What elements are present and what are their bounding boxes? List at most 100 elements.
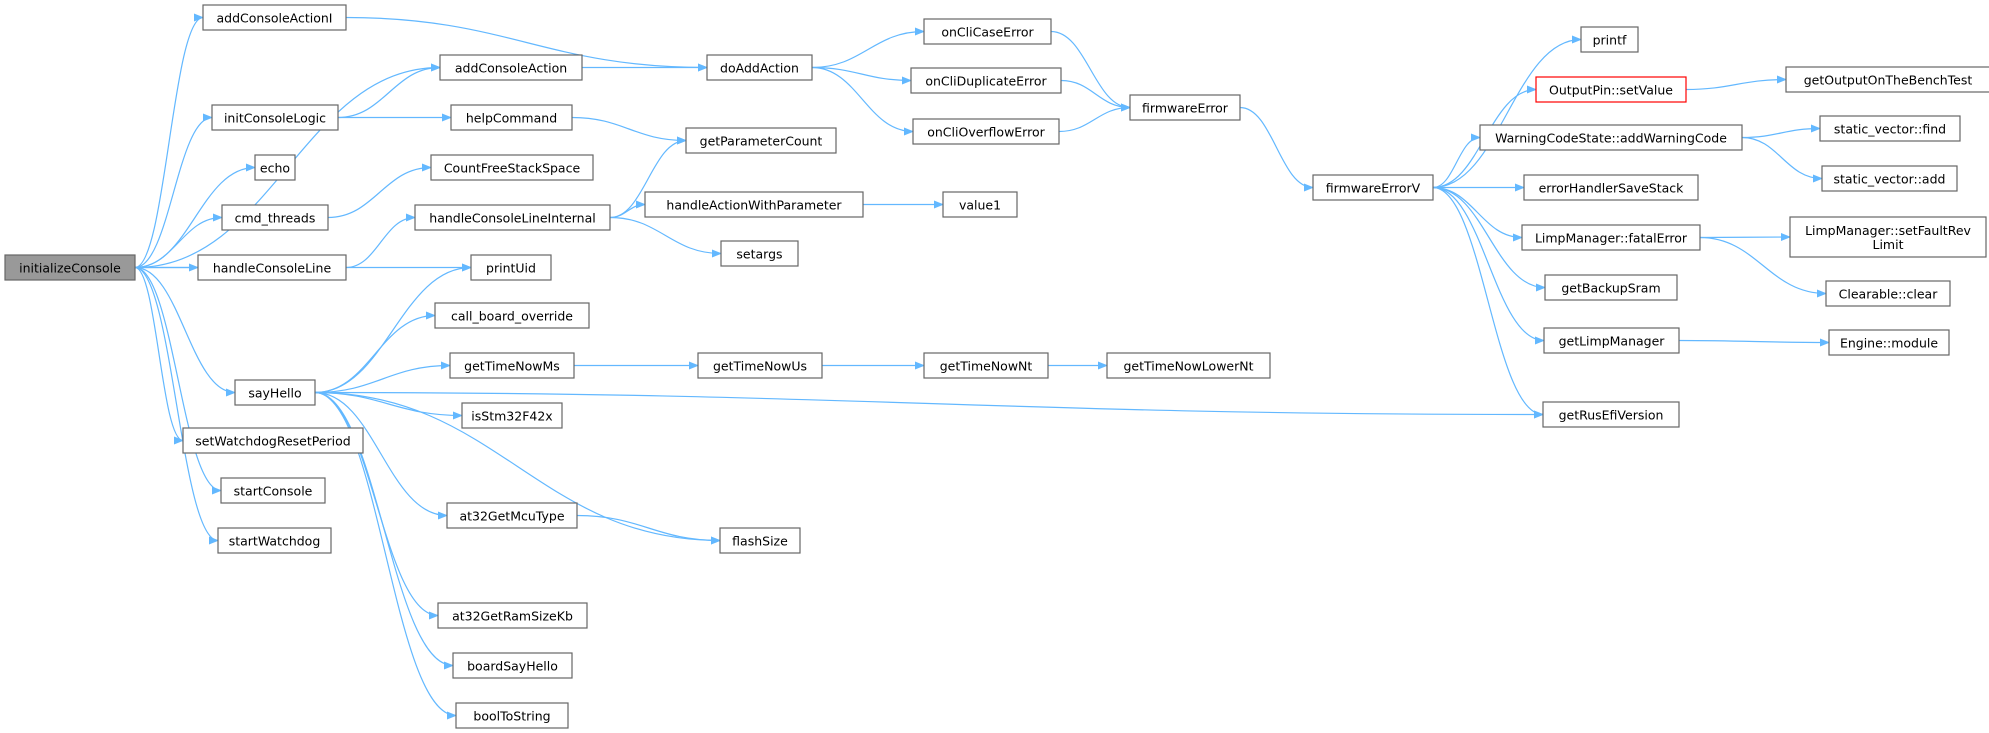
node-label: getBackupSram [1561,280,1660,295]
node-at32-get-ram-size-kb[interactable]: at32GetRamSizeKb [437,602,588,629]
node-box [942,191,1018,218]
node-label: at32GetRamSizeKb [452,608,573,623]
node-setargs[interactable]: setargs [720,240,799,267]
edge-firmware-error-v-to-get-rus-efi-version [1432,186,1544,419]
node-box [1821,165,1958,192]
node-set-watchdog-reset-period[interactable]: setWatchdogResetPeriod [182,427,364,454]
node-warning-code-state-add-warning-code[interactable]: WarningCodeState::addWarningCode [1479,124,1743,151]
edge-limp-manager-fatal-error-to-limp-manager-set-fault-rev-limit [1699,233,1791,242]
node-label: doAddAction [720,60,799,75]
node-label: isStm32F42x [471,408,552,423]
node-cmd-threads[interactable]: cmd_threads [221,204,329,231]
node-box [461,402,563,429]
node-label: boolToString [473,708,550,723]
node-get-time-now-us[interactable]: getTimeNowUs [697,352,823,379]
node-static-vector-add[interactable]: static_vector::add [1821,165,1958,192]
node-board-say-hello[interactable]: boardSayHello [452,652,573,679]
node-box [720,240,799,267]
node-get-time-now-ms[interactable]: getTimeNowMs [449,352,575,379]
node-say-hello[interactable]: sayHello [234,379,316,406]
node-label: onCliCaseError [941,24,1034,39]
node-limp-manager-fatal-error[interactable]: LimpManager::fatalError [1521,224,1701,251]
node-at32-get-mcu-type[interactable]: at32GetMcuType [446,502,578,529]
node-box [197,254,347,281]
node-get-time-now-nt[interactable]: getTimeNowNt [923,352,1049,379]
edge-say-hello-to-at32-get-mcu-type [314,391,448,520]
node-get-limp-manager[interactable]: getLimpManager [1543,327,1680,354]
node-help-command[interactable]: helpCommand [450,104,573,131]
node-box [439,54,583,81]
node-value1[interactable]: value1 [942,191,1018,218]
node-add-console-action-i[interactable]: addConsoleActionI [202,4,347,31]
node-printf[interactable]: printf [1580,26,1639,53]
node-box [234,379,316,406]
node-label: OutputPin::setValue [1549,82,1673,97]
edge-do-add-action-to-on-cli-overflow-error [811,66,914,136]
node-call-board-override[interactable]: call_board_override [434,302,590,329]
node-label: sayHello [248,385,301,400]
node-bool-to-string[interactable]: boolToString [455,702,569,729]
node-handle-action-with-parameter[interactable]: handleActionWithParameter [644,191,864,218]
node-start-watchdog[interactable]: startWatchdog [217,527,332,554]
node-label: setargs [736,246,782,261]
node-engine-module[interactable]: Engine::module [1828,329,1950,356]
node-label: value1 [959,197,1001,212]
node-get-rus-efi-version[interactable]: getRusEfiVersion [1542,401,1680,428]
node-label: helpCommand [466,110,557,125]
node-label: static_vector::add [1834,171,1946,186]
node-handle-console-line-internal[interactable]: handleConsoleLineInternal [414,204,611,231]
node-count-free-stack-space[interactable]: CountFreeStackSpace [430,154,594,181]
node-box [221,204,329,231]
edge-warning-code-state-add-warning-code-to-static-vector-find [1741,124,1821,139]
node-label: errorHandlerSaveStack [1539,180,1685,195]
node-get-output-on-the-bench-test[interactable]: getOutputOnTheBenchTest [1785,66,1989,93]
node-box [446,502,578,529]
node-start-console[interactable]: startConsole [220,477,326,504]
node-box [1819,115,1961,142]
node-label: static_vector::find [1834,121,1946,136]
node-echo[interactable]: echo [254,154,296,181]
node-on-cli-overflow-error[interactable]: onCliOverflowError [912,118,1060,145]
node-static-vector-find[interactable]: static_vector::find [1819,115,1961,142]
node-flash-size[interactable]: flashSize [719,527,801,554]
node-get-parameter-count[interactable]: getParameterCount [685,127,837,154]
node-error-handler-save-stack[interactable]: errorHandlerSaveStack [1523,174,1699,201]
node-label: CountFreeStackSpace [444,160,581,175]
edges-layer [134,13,1830,720]
node-box [1535,76,1687,103]
node-box [1523,174,1699,201]
node-on-cli-duplicate-error[interactable]: onCliDuplicateError [910,67,1062,94]
node-box [1544,274,1678,301]
node-box [1129,94,1241,121]
node-print-uid[interactable]: printUid [470,254,552,281]
edge-firmware-error-to-firmware-error-v [1239,106,1314,192]
node-label: getTimeNowLowerNt [1123,358,1253,373]
node-is-stm32-f42x[interactable]: isStm32F42x [461,402,563,429]
edge-limp-manager-fatal-error-to-clearable-clear [1699,236,1827,298]
edge-handle-console-line-to-handle-console-line-internal [345,213,416,269]
node-box [4,254,136,281]
node-box [1828,329,1950,356]
node-firmware-error-v[interactable]: firmwareErrorV [1312,174,1434,201]
node-output-pin-set-value[interactable]: OutputPin::setValue [1535,76,1687,103]
node-label: getTimeNowNt [940,358,1033,373]
node-initialize-console[interactable]: initializeConsole [4,254,136,281]
node-box [450,104,573,131]
node-box [1580,26,1639,53]
node-handle-console-line[interactable]: handleConsoleLine [197,254,347,281]
node-do-add-action[interactable]: doAddAction [706,54,813,81]
node-get-time-now-lower-nt[interactable]: getTimeNowLowerNt [1106,352,1271,379]
node-box [1312,174,1434,201]
edge-firmware-error-v-to-printf [1432,35,1582,189]
node-get-backup-sram[interactable]: getBackupSram [1544,274,1678,301]
node-box [1542,401,1680,428]
node-add-console-action[interactable]: addConsoleAction [439,54,583,81]
node-firmware-error[interactable]: firmwareError [1129,94,1241,121]
node-init-console-logic[interactable]: initConsoleLogic [211,104,339,131]
node-on-cli-case-error[interactable]: onCliCaseError [923,18,1052,45]
node-clearable-clear[interactable]: Clearable::clear [1825,280,1951,307]
edge-initialize-console-to-say-hello [134,266,236,397]
edge-initialize-console-to-set-watchdog-reset-period [134,266,184,445]
